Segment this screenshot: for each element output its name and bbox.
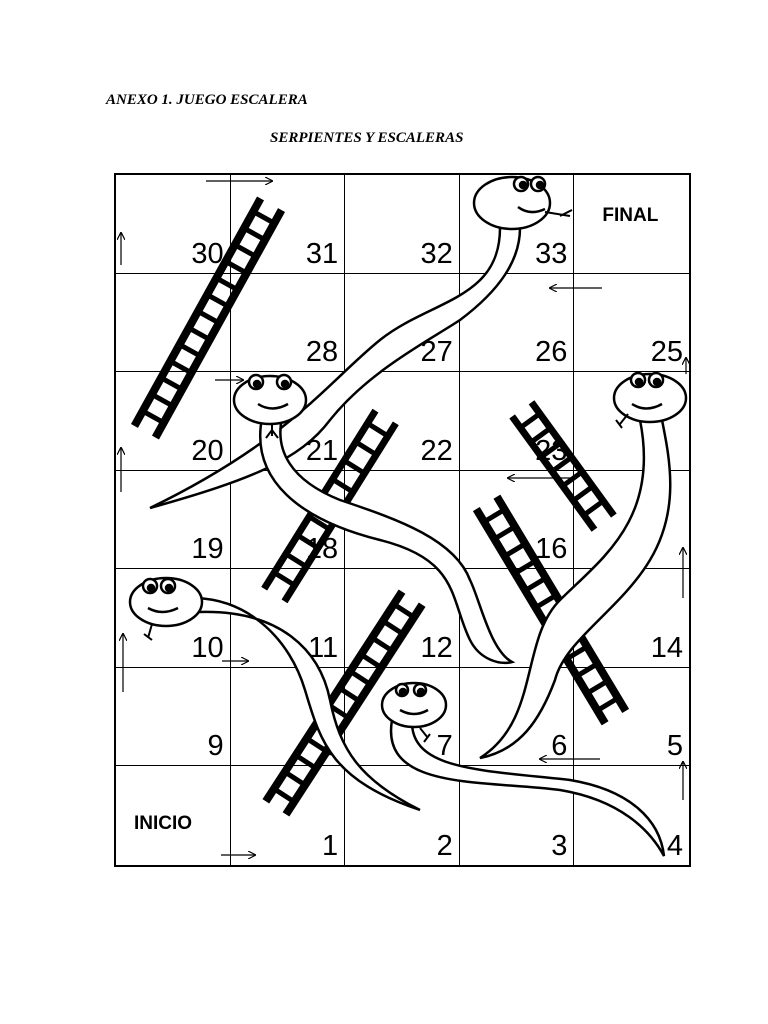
cell-number: 16 — [535, 533, 568, 566]
cell-number: 18 — [305, 533, 339, 566]
board-cell-3: 3 — [460, 766, 575, 865]
annex-title: ANEXO 1. JUEGO ESCALERA — [106, 92, 308, 108]
board-cell-11: 11 — [230, 569, 346, 668]
cell-number: 3 — [551, 829, 568, 862]
cell-number: 4 — [666, 829, 683, 862]
board-cell-covered — [116, 273, 231, 373]
board-cell-19: 19 — [116, 470, 231, 570]
game-title: SERPIENTES Y ESCALERAS — [270, 130, 464, 146]
cell-number: 7 — [436, 730, 453, 763]
board-cell-25: 25 — [574, 274, 689, 373]
cell-number: 6 — [551, 730, 568, 763]
board-cell-6: 6 — [459, 667, 575, 767]
board-cell-5: 5 — [574, 668, 689, 767]
cell-number: 2 — [436, 829, 453, 862]
cell-number: 33 — [535, 237, 568, 270]
cell-number: 26 — [535, 336, 568, 369]
board-cell-31: 31 — [230, 175, 346, 274]
cell-number: 30 — [191, 237, 224, 270]
cell-number: 5 — [666, 730, 683, 763]
board-cell-23: 23 — [459, 372, 575, 471]
cell-number: 23 — [535, 434, 568, 467]
board-cell-27: 27 — [345, 273, 460, 373]
board-cell-26: 26 — [459, 273, 575, 373]
board-cell-4: 4 — [574, 766, 689, 865]
board-cell-32: 32 — [345, 175, 460, 274]
cell-number: 11 — [308, 631, 339, 664]
board-cell-covered — [459, 569, 575, 668]
board-cell-covered — [345, 470, 460, 570]
board-cell-21: 21 — [230, 372, 346, 471]
board-cell-33: 33 — [459, 175, 575, 274]
board-cell-22: 22 — [345, 372, 460, 471]
cell-number: 21 — [305, 434, 339, 467]
cell-number: 10 — [191, 631, 224, 664]
cell-number: 14 — [650, 631, 683, 664]
cell-number: 9 — [207, 730, 224, 763]
cell-number: 28 — [305, 336, 339, 369]
board-cell-28: 28 — [230, 273, 346, 373]
board-cell-inicio: INICIO — [116, 766, 231, 865]
board-cell-final: FINAL — [574, 175, 689, 274]
board-cell-2: 2 — [345, 766, 460, 865]
board-cell-18: 18 — [230, 470, 346, 570]
cell-number: 20 — [191, 434, 224, 467]
final-label: FINAL — [602, 204, 659, 226]
cell-number: 12 — [420, 631, 453, 664]
cell-number: 27 — [420, 336, 453, 369]
board-cell-30: 30 — [116, 175, 231, 274]
board-cell-covered — [574, 372, 689, 471]
board-cell-1: 1 — [231, 766, 346, 865]
cell-number: 31 — [305, 237, 339, 270]
cell-number: 1 — [322, 829, 339, 862]
cell-number: 32 — [420, 237, 453, 270]
cell-number: 22 — [420, 434, 453, 467]
cell-number: 19 — [191, 533, 224, 566]
board-cell-8: 8 — [230, 667, 346, 767]
board-cell-covered — [574, 471, 689, 570]
board-cell-16: 16 — [459, 470, 575, 570]
cell-number: 8 — [322, 730, 339, 763]
board-cell-12: 12 — [345, 569, 460, 668]
board-cell-10: 10 — [116, 569, 231, 668]
board-cell-9: 9 — [116, 667, 231, 767]
board-cell-20: 20 — [116, 372, 231, 471]
inicio-label: INICIO — [134, 812, 193, 834]
board-cell-14: 14 — [574, 569, 689, 668]
board-cell-7: 7 — [345, 667, 460, 767]
cell-number: 25 — [650, 336, 683, 369]
